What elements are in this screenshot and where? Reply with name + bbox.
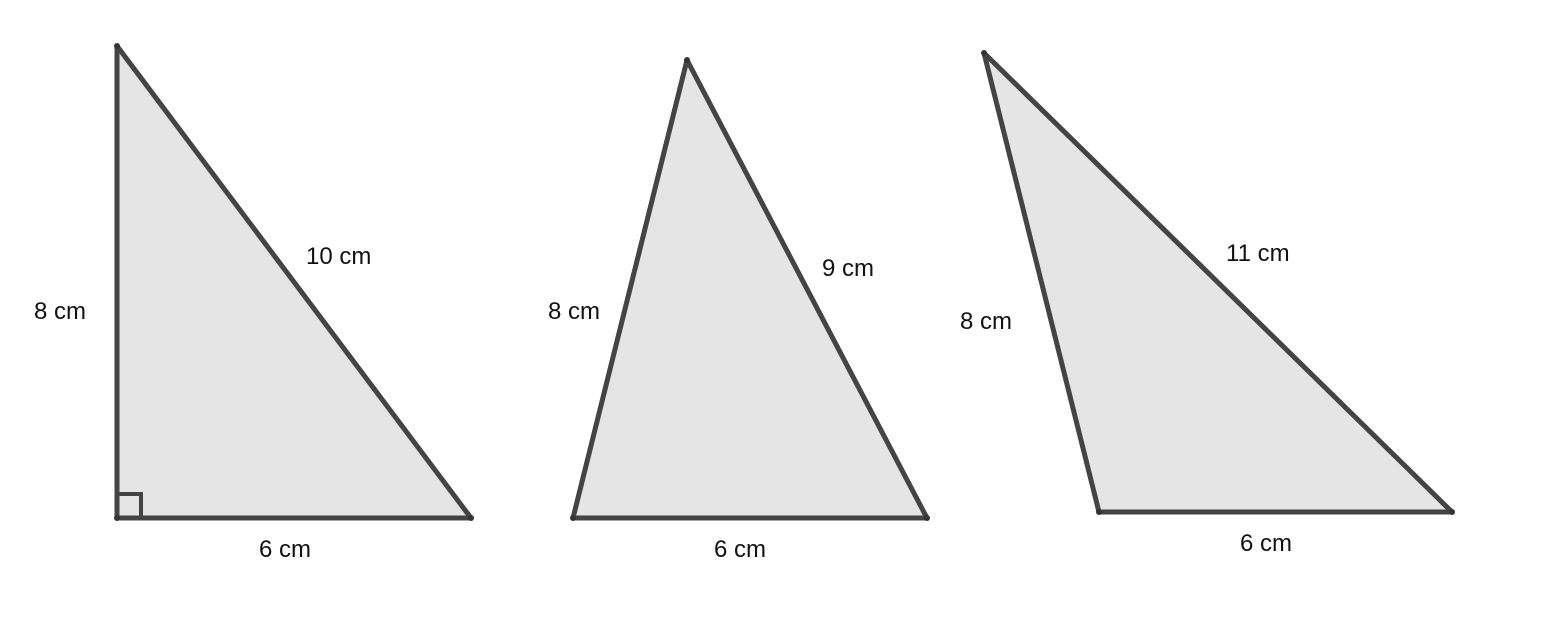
vertex-point bbox=[924, 515, 930, 521]
vertex-point bbox=[1096, 509, 1102, 515]
vertex-point bbox=[570, 515, 576, 521]
side-label-left: 8 cm bbox=[960, 308, 1012, 335]
triangle-right-shape bbox=[114, 43, 474, 521]
side-label-long: 11 cm bbox=[1226, 240, 1290, 267]
vertex-point bbox=[684, 57, 690, 63]
vertex-point bbox=[1449, 509, 1455, 515]
triangle-right: 8 cm 10 cm 6 cm bbox=[34, 43, 474, 563]
side-label-base: 6 cm bbox=[259, 536, 311, 563]
vertex-point bbox=[114, 515, 120, 521]
side-label-right: 9 cm bbox=[822, 255, 874, 282]
vertex-point bbox=[114, 43, 120, 49]
triangle-obtuse: 8 cm 11 cm 6 cm bbox=[960, 50, 1455, 557]
triangle-acute-shape bbox=[570, 57, 930, 521]
side-label-base: 6 cm bbox=[714, 536, 766, 563]
right-angle-marker bbox=[117, 492, 143, 518]
side-label-left: 8 cm bbox=[34, 298, 86, 325]
triangle-acute: 8 cm 9 cm 6 cm bbox=[548, 57, 930, 563]
vertex-point bbox=[981, 50, 987, 56]
side-label-hypotenuse: 10 cm bbox=[306, 243, 371, 270]
side-label-base: 6 cm bbox=[1240, 530, 1292, 557]
triangle-obtuse-shape bbox=[981, 50, 1455, 515]
vertex-point bbox=[468, 515, 474, 521]
side-label-left: 8 cm bbox=[548, 298, 600, 325]
